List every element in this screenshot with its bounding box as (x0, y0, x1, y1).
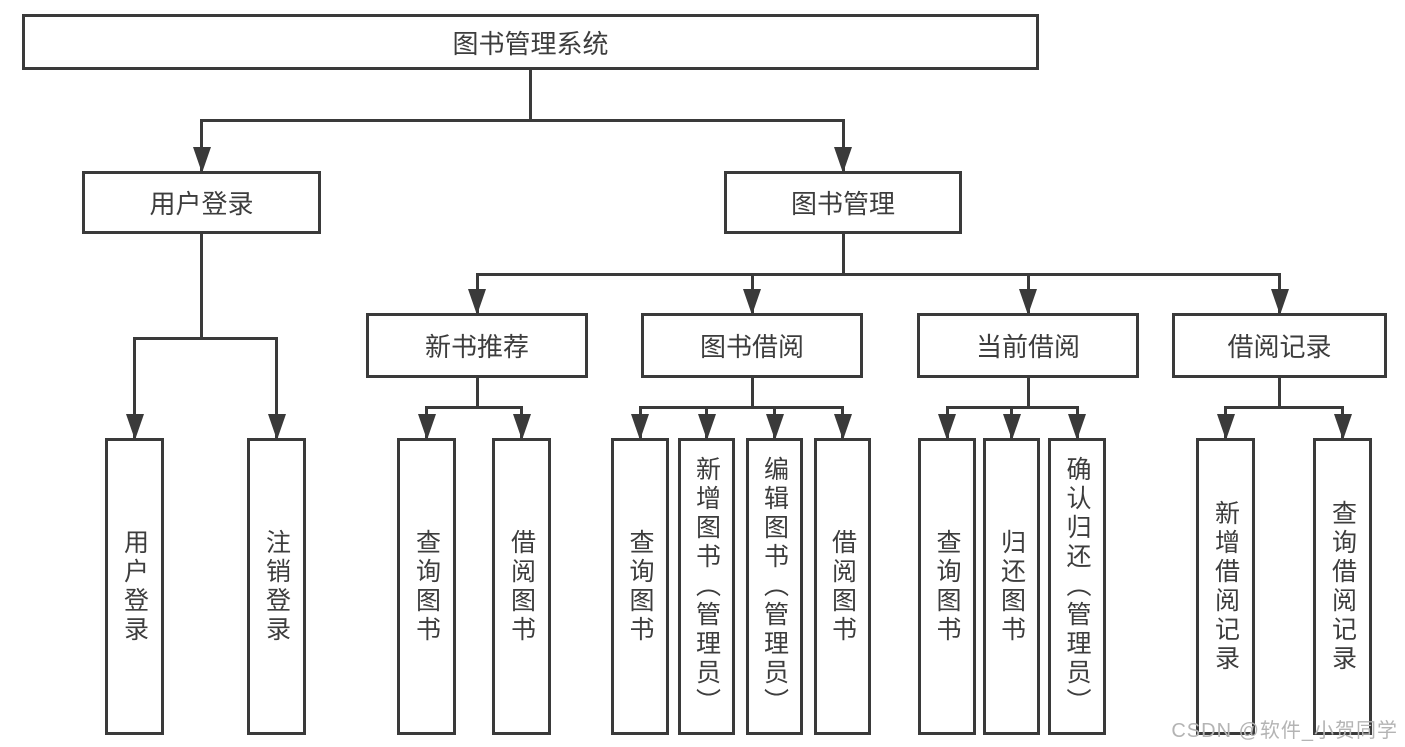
node-bb-query: 查询图书 (611, 438, 669, 735)
arrowhead-down-icon (631, 414, 649, 440)
connector-drop (841, 119, 845, 171)
node-leaf-logout: 注销登录 (247, 438, 306, 735)
arrowhead-down-icon (1333, 414, 1352, 440)
arrowhead-down-icon (267, 414, 286, 440)
connector-drop (275, 337, 278, 438)
connector-bar (425, 406, 523, 409)
node-bb-borrow: 借阅图书 (814, 438, 871, 735)
arrowhead-down-icon (1019, 289, 1037, 315)
connector-stem (1026, 378, 1030, 409)
arrowhead-down-icon (417, 414, 436, 440)
arrowhead-down-icon (938, 414, 956, 440)
node-current-borrow: 当前借阅 (917, 313, 1139, 378)
connector-bar (200, 119, 845, 122)
arrowhead-down-icon (1068, 414, 1086, 440)
arrowhead-down-icon (743, 289, 761, 315)
node-borrow-records: 借阅记录 (1172, 313, 1387, 378)
connector-stem (200, 234, 203, 340)
node-br-add: 新增借阅记录 (1196, 438, 1255, 735)
node-cb-return: 归还图书 (983, 438, 1040, 735)
node-cb-query: 查询图书 (918, 438, 976, 735)
node-book-mgmt: 图书管理 (724, 171, 962, 234)
connector-bar (133, 337, 278, 340)
connector-bar (1224, 406, 1344, 409)
arrowhead-down-icon (468, 289, 486, 315)
node-new-book-rec: 新书推荐 (366, 313, 588, 378)
arrowhead-down-icon (125, 414, 144, 440)
node-root: 图书管理系统 (22, 14, 1039, 70)
arrowhead-down-icon (512, 414, 531, 440)
arrowhead-down-icon (192, 147, 211, 173)
arrowhead-down-icon (697, 414, 716, 440)
connector-bar (475, 273, 1281, 276)
node-br-query: 查询借阅记录 (1313, 438, 1372, 735)
node-user-login: 用户登录 (82, 171, 321, 234)
connector-stem (750, 378, 754, 409)
node-bb-add: 新增图书（管理员） (678, 438, 735, 735)
arrowhead-down-icon (1216, 414, 1235, 440)
node-cb-confirm: 确认归还（管理员） (1048, 438, 1106, 735)
node-bb-edit: 编辑图书（管理员） (746, 438, 803, 735)
connector-drop (133, 337, 136, 438)
connector-drop (200, 119, 203, 171)
arrowhead-down-icon (833, 414, 852, 440)
connector-stem (475, 378, 479, 409)
connector-bar (638, 406, 844, 409)
connector-stem (1278, 378, 1281, 409)
connector-stem (529, 70, 532, 122)
arrowhead-down-icon (1002, 414, 1021, 440)
node-nb-borrow: 借阅图书 (492, 438, 551, 735)
arrowhead-down-icon (834, 147, 852, 173)
arrowhead-down-icon (765, 414, 784, 440)
node-book-borrow: 图书借阅 (641, 313, 863, 378)
csdn-watermark: CSDN @软件_小贺同学 (1171, 720, 1398, 742)
connector-stem (841, 234, 845, 276)
node-leaf-login: 用户登录 (105, 438, 164, 735)
arrowhead-down-icon (1270, 289, 1289, 315)
node-nb-query: 查询图书 (397, 438, 456, 735)
